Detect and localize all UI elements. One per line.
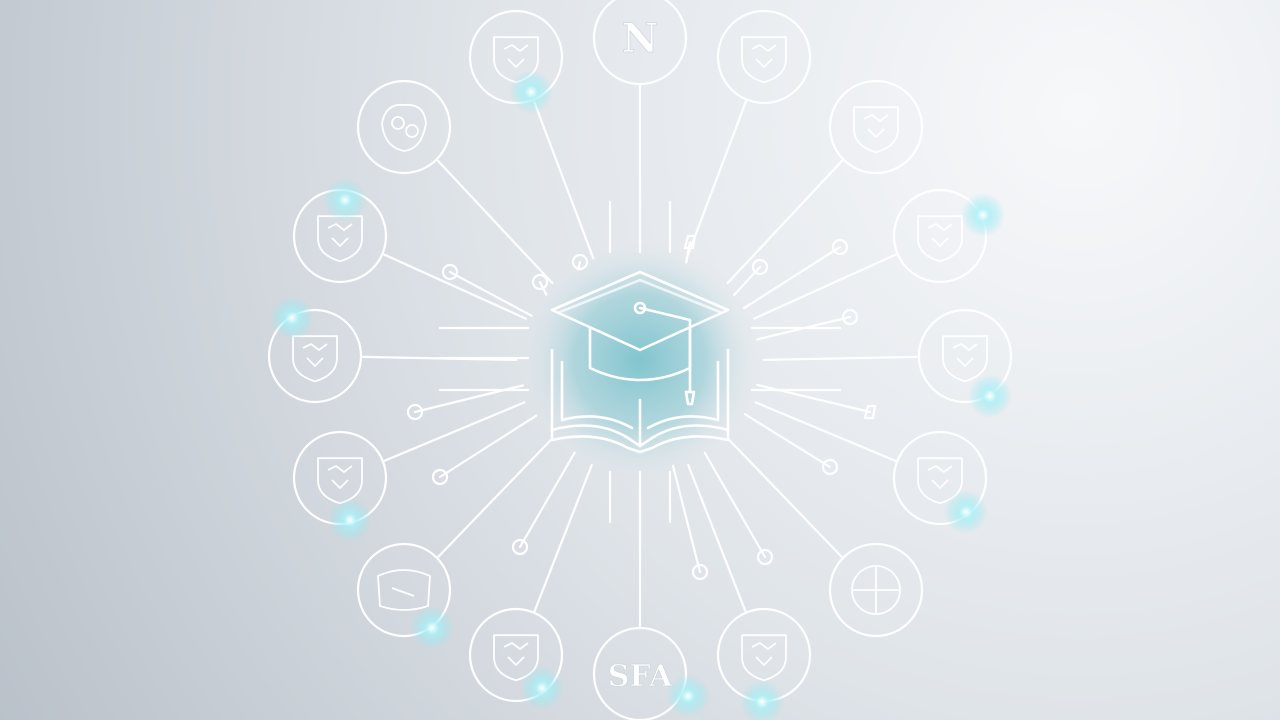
glow-sparkles <box>270 70 1012 720</box>
connector-line <box>685 100 748 260</box>
connector-line <box>743 413 832 469</box>
node-dot <box>571 253 589 271</box>
shield-crest-icon <box>853 106 899 154</box>
key-node-icon <box>863 404 877 420</box>
shield-crest-icon <box>493 634 539 682</box>
emblem-circle <box>716 9 812 105</box>
emblem-letters: N <box>622 15 659 62</box>
emblem-circle <box>592 0 688 86</box>
emblem-bottom-right-1 <box>828 542 924 638</box>
shield-crest-icon <box>292 335 338 383</box>
connector-line <box>671 464 702 574</box>
node-dot <box>691 563 709 581</box>
node-dot <box>841 308 859 326</box>
emblem-top-right-1 <box>716 9 812 105</box>
connector-line <box>383 401 526 462</box>
connector-lines <box>361 84 919 628</box>
emblem-bottom-sfa: SFA <box>592 626 688 720</box>
connector-line <box>727 438 843 558</box>
node-dot <box>821 458 839 476</box>
glow-sparkle <box>410 606 454 650</box>
glow-sparkle <box>328 498 372 542</box>
glow-sparkle <box>666 674 710 718</box>
node-dot <box>531 273 549 291</box>
glow-sparkle <box>270 296 314 340</box>
letter-emblem-icon: SFA <box>607 659 673 695</box>
shield-crest-icon <box>317 215 363 263</box>
connector-line <box>685 240 692 264</box>
connector-line <box>733 265 762 297</box>
connector-line <box>753 253 897 320</box>
node-dot <box>831 238 849 256</box>
glow-sparkle <box>509 70 553 114</box>
node-dot <box>441 263 459 281</box>
graduation-cap-on-open-book-icon <box>550 270 730 454</box>
emblem-top-left-1 <box>356 79 452 175</box>
key-node-icon <box>683 234 697 250</box>
glow-sparkle <box>944 490 988 534</box>
shield-crest-icon <box>942 335 988 383</box>
glow-sparkle <box>323 178 367 222</box>
emblem-circle <box>356 79 452 175</box>
quartered-shield-icon <box>851 565 901 615</box>
emblem-circle <box>828 79 924 175</box>
connector-line <box>703 451 767 559</box>
emblem-letters: SFA <box>608 659 673 694</box>
letter-emblem-icon: N <box>621 15 659 63</box>
node-dot <box>511 538 529 556</box>
connector-line <box>436 159 554 284</box>
glow-sparkle <box>740 680 784 720</box>
emblem-top-right-2 <box>828 79 924 175</box>
node-dot <box>431 468 449 486</box>
crest-icon <box>381 103 427 152</box>
glow-sparkle <box>968 374 1012 418</box>
connector-line <box>438 414 538 479</box>
node-dot <box>756 548 774 566</box>
connector-line <box>726 159 844 284</box>
connector-line <box>518 451 576 549</box>
node-dot <box>406 403 424 421</box>
connector-line <box>533 464 593 612</box>
connector-line <box>437 438 553 558</box>
emblem-top-n: N <box>592 0 688 86</box>
connector-line <box>742 245 842 310</box>
glow-sparkle <box>520 666 564 710</box>
connector-line <box>754 401 897 462</box>
glow-sparkle <box>961 193 1005 237</box>
shield-crest-icon <box>917 215 963 263</box>
node-dot <box>751 258 769 276</box>
emblem-circle <box>592 626 688 720</box>
connector-line <box>383 253 527 320</box>
shield-crest-icon <box>917 457 963 505</box>
connector-line <box>448 270 533 317</box>
banner-crest-icon <box>377 569 431 611</box>
connector-line <box>762 355 919 361</box>
shield-crest-icon <box>741 36 787 84</box>
connector-line <box>687 464 747 612</box>
connector-line <box>532 100 595 260</box>
